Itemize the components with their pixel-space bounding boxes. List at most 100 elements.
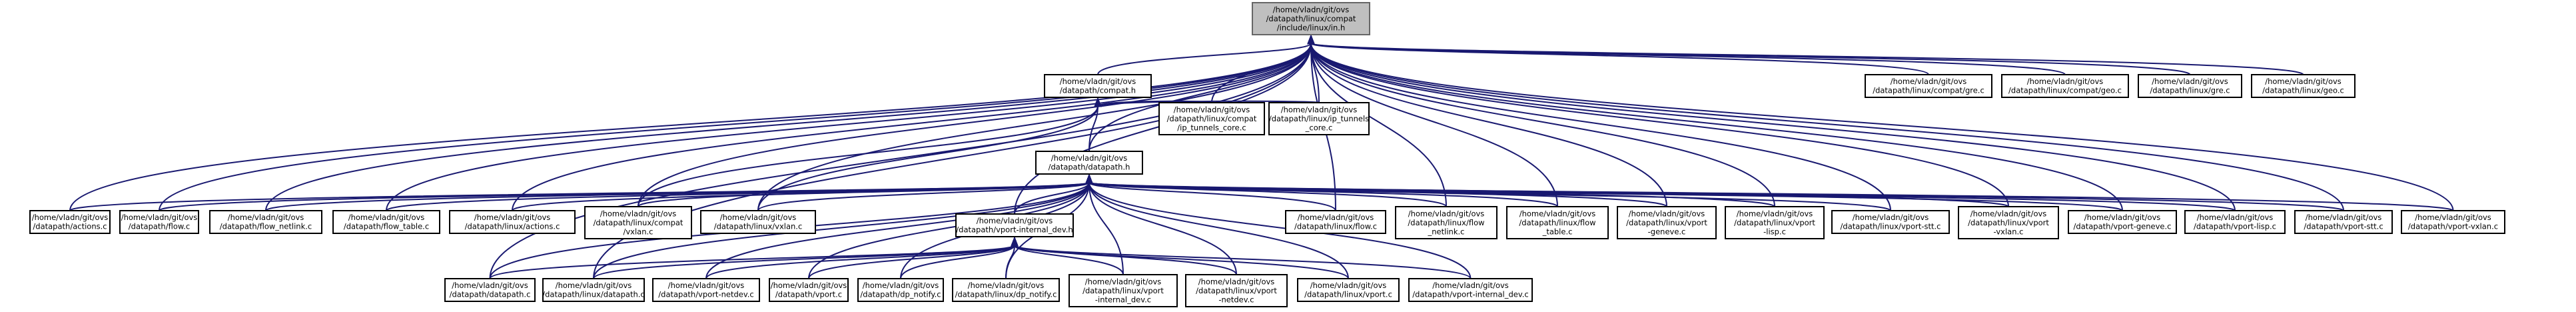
node-label-line: /datapath/flow.c — [129, 222, 190, 231]
node-label-line: /ip_tunnels_core.c — [1177, 123, 1246, 132]
node-box — [1268, 102, 1370, 135]
node-label-line: /home/vladn/git/ovs — [121, 213, 198, 222]
root-header-node[interactable]: /home/vladn/git/ovs/datapath/linux/compa… — [1252, 2, 1370, 35]
edge-line — [1088, 182, 1124, 275]
file-node-linux-vport-stt[interactable]: /home/vladn/git/ovs/datapath/linux/vport… — [1831, 210, 1950, 234]
node-label-line: /datapath/linux/compat — [1167, 114, 1257, 123]
node-label-line: /datapath/linux/geo.c — [2262, 86, 2344, 95]
file-node-datapath-c[interactable]: /home/vladn/git/ovs/datapath/datapath.c — [444, 278, 536, 302]
file-node-linux-datapath-c[interactable]: /home/vladn/git/ovs/datapath/linux/datap… — [542, 278, 645, 302]
file-node-linux-vport-geneve[interactable]: /home/vladn/git/ovs/datapath/linux/vport… — [1617, 206, 1717, 239]
node-label-line: /home/vladn/git/ovs — [2084, 213, 2161, 222]
file-node-linux-vport-internal-dev[interactable]: /home/vladn/git/ovs/datapath/linux/vport… — [1069, 274, 1178, 307]
node-box — [1069, 274, 1178, 307]
file-node-flow[interactable]: /home/vladn/git/ovs/datapath/flow.c — [119, 210, 199, 234]
edge-line — [1310, 43, 1891, 211]
file-node-linux-vport-netdev[interactable]: /home/vladn/git/ovs/datapath/linux/vport… — [1185, 274, 1288, 307]
node-label-line: /datapath/linux/vport.c — [1304, 290, 1392, 299]
file-node-linux-vport-c[interactable]: /home/vladn/git/ovs/datapath/linux/vport… — [1297, 278, 1400, 302]
node-label-line: /datapath/linux/vport — [1968, 218, 2049, 227]
edge-line — [638, 43, 1312, 207]
node-label-line: /home/vladn/git/ovs — [2027, 77, 2104, 86]
edge-line — [705, 245, 1015, 279]
file-node-geo-compat[interactable]: /home/vladn/git/ovs/datapath/linux/compa… — [2001, 74, 2129, 98]
file-node-geo-linux[interactable]: /home/vladn/git/ovs/datapath/linux/geo.c — [2251, 74, 2356, 98]
node-label-line: /datapath/linux/vport-stt.c — [1841, 222, 1941, 231]
node-label-line: /home/vladn/git/ovs — [771, 281, 847, 290]
node-box — [1408, 278, 1533, 302]
node-label-line: /home/vladn/git/ovs — [1629, 209, 1705, 218]
file-node-gre-linux[interactable]: /home/vladn/git/ovs/datapath/linux/gre.c — [2138, 74, 2242, 98]
node-box — [1395, 206, 1498, 239]
file-node-vport-internal-dev-c[interactable]: /home/vladn/git/ovs/datapath/vport-inter… — [1408, 278, 1533, 302]
node-label-line: /datapath/vport-geneve.c — [2074, 222, 2172, 231]
node-box — [119, 210, 199, 234]
file-node-linux-flow[interactable]: /home/vladn/git/ovs/datapath/linux/flow.… — [1285, 210, 1386, 234]
node-label-line: /datapath/linux/gre.c — [2150, 86, 2230, 95]
node-box — [652, 278, 760, 302]
edge-arrowhead — [1085, 173, 1093, 184]
edge-vport_netdev-to-vport_internal_dev_h — [705, 236, 1019, 279]
edge-line — [1005, 245, 1015, 279]
node-label-line: /home/vladn/git/ovs — [1408, 209, 1485, 218]
edge-arrowhead — [1094, 97, 1102, 107]
edge-line — [1310, 43, 2191, 75]
node-box — [1506, 206, 1609, 239]
edge-datapath_c-to-vport_internal_dev_h — [489, 236, 1019, 279]
edge-line — [1088, 182, 2454, 211]
file-node-linux-vport-vxlan[interactable]: /home/vladn/git/ovs/datapath/linux/vport… — [1958, 206, 2059, 239]
edge-arrowhead — [1011, 236, 1019, 247]
file-node-ip-tunnels-core-compat[interactable]: /home/vladn/git/ovs/datapath/linux/compa… — [1158, 102, 1265, 135]
file-node-linux-vport-lisp[interactable]: /home/vladn/git/ovs/datapath/linux/vport… — [1725, 206, 1825, 239]
node-label-line: /home/vladn/git/ovs — [668, 281, 745, 290]
node-label-line: /home/vladn/git/ovs — [1051, 153, 1128, 163]
node-label-line: /home/vladn/git/ovs — [1085, 277, 1162, 286]
file-node-vport-geneve[interactable]: /home/vladn/git/ovs/datapath/vport-genev… — [2068, 210, 2177, 234]
node-label-line: /home/vladn/git/ovs — [2197, 213, 2274, 222]
node-label-line: /datapath/linux/vport — [1082, 286, 1164, 295]
file-node-gre-compat[interactable]: /home/vladn/git/ovs/datapath/linux/compa… — [1865, 74, 1992, 98]
node-box — [769, 278, 849, 302]
node-box — [2401, 210, 2505, 234]
file-node-linux-flow-table[interactable]: /home/vladn/git/ovs/datapath/linux/flow_… — [1506, 206, 1609, 239]
node-box — [1831, 210, 1950, 234]
file-node-flow-netlink[interactable]: /home/vladn/git/ovs/datapath/flow_netlin… — [209, 210, 322, 234]
node-label-line: /datapath/compat.h — [1060, 86, 1136, 95]
edges-layer — [69, 34, 2454, 279]
node-label-line: /home/vladn/git/ovs — [1432, 281, 1509, 290]
file-node-vport-c[interactable]: /home/vladn/git/ovs/datapath/vport.c — [769, 278, 849, 302]
node-label-line: /datapath/linux/datapath.c — [542, 290, 644, 299]
file-node-vport-vxlan[interactable]: /home/vladn/git/ovs/datapath/vport-vxlan… — [2401, 210, 2505, 234]
file-node-vport-stt[interactable]: /home/vladn/git/ovs/datapath/vport-stt.c — [2294, 210, 2393, 234]
node-label-line: -vxlan.c — [1994, 227, 2024, 236]
file-node-flow-table[interactable]: /home/vladn/git/ovs/datapath/flow_table.… — [332, 210, 440, 234]
file-node-vport-netdev[interactable]: /home/vladn/git/ovs/datapath/vport-netde… — [652, 278, 760, 302]
node-label-line: /home/vladn/git/ovs — [32, 213, 109, 222]
file-node-compat-h[interactable]: /home/vladn/git/ovs/datapath/compat.h — [1044, 74, 1152, 98]
file-node-linux-flow-netlink[interactable]: /home/vladn/git/ovs/datapath/linux/flow_… — [1395, 206, 1498, 239]
file-node-linux-compat-vxlan[interactable]: /home/vladn/git/ovs/datapath/linux/compa… — [584, 206, 692, 239]
edge-line — [512, 43, 1312, 211]
edge-line — [386, 182, 1090, 211]
edge-datapath_c-to-root — [489, 34, 1315, 279]
file-node-linux-actions[interactable]: /home/vladn/git/ovs/datapath/linux/actio… — [449, 210, 576, 234]
file-node-datapath-h[interactable]: /home/vladn/git/ovs/datapath/datapath.h — [1035, 151, 1143, 175]
file-node-vport-lisp[interactable]: /home/vladn/git/ovs/datapath/vport-lisp.… — [2184, 210, 2286, 234]
file-node-linux-dp-notify[interactable]: /home/vladn/git/ovs/datapath/linux/dp_no… — [952, 278, 1060, 302]
node-label-line: /home/vladn/git/ovs — [2415, 213, 2491, 222]
file-node-ip-tunnels-core[interactable]: /home/vladn/git/ovs/datapath/linux/ip_tu… — [1268, 102, 1370, 135]
file-node-dp-notify[interactable]: /home/vladn/git/ovs/datapath/dp_notify.c — [857, 278, 944, 302]
node-label-line: /home/vladn/git/ovs — [1281, 105, 1358, 114]
node-label-line: /home/vladn/git/ovs — [1273, 5, 1350, 14]
file-node-actions[interactable]: /home/vladn/git/ovs/datapath/actions.c — [29, 210, 111, 234]
node-label-line: -netdev.c — [1218, 295, 1254, 304]
edge-line — [1310, 43, 2236, 211]
node-box — [2001, 74, 2129, 98]
file-node-linux-vxlan[interactable]: /home/vladn/git/ovs/datapath/linux/vxlan… — [700, 210, 816, 234]
node-label-line: /home/vladn/git/ovs — [1298, 213, 1374, 222]
node-box — [700, 210, 816, 234]
node-label-line: /datapath/linux/ip_tunnels — [1269, 114, 1369, 123]
edge-line — [1014, 245, 1472, 279]
file-node-vport-internal-dev-h[interactable]: /home/vladn/git/ovs/datapath/vport-inter… — [955, 213, 1074, 237]
